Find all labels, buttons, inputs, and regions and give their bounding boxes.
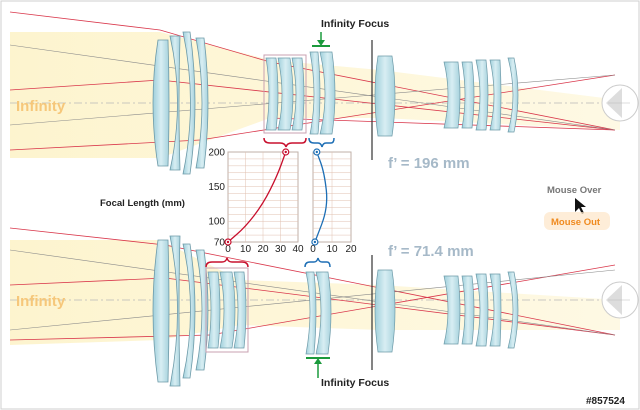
mouse-out-button[interactable]: Mouse Out bbox=[551, 217, 601, 228]
top-zoom-group bbox=[263, 54, 307, 134]
chart1-y-ticks: 70 100 150 200 bbox=[208, 148, 225, 249]
top-rear-lens-group bbox=[374, 55, 519, 137]
chart1-x-tick-label: 30 bbox=[275, 244, 287, 255]
top-zoom-bracket bbox=[263, 137, 307, 148]
infinity-focus-label-top: Infinity Focus bbox=[321, 18, 389, 30]
chart2-points bbox=[311, 148, 321, 246]
bottom-front-lens-group bbox=[152, 235, 209, 387]
cursor-arrow-icon bbox=[575, 198, 586, 214]
watermark-id: #857524 bbox=[586, 396, 625, 407]
bottom-lens-system bbox=[9, 227, 639, 387]
chart2-endpoint-dot bbox=[315, 150, 318, 154]
focal-axis-label: Focal Length (mm) bbox=[100, 198, 185, 209]
bottom-sensor-icon bbox=[601, 281, 639, 319]
bottom-infinity-focus-arrowhead bbox=[314, 358, 322, 364]
chart1-x-tick-label: 0 bbox=[225, 244, 231, 255]
chart1-y-tick-label: 200 bbox=[208, 148, 225, 159]
mouse-over-button[interactable]: Mouse Over bbox=[547, 185, 602, 196]
chart2-x-ticks: 0 10 20 bbox=[310, 244, 357, 255]
chart2-grid bbox=[312, 151, 352, 243]
bottom-rear-lens-group bbox=[374, 269, 519, 353]
chart1-x-tick-label: 20 bbox=[257, 244, 269, 255]
chart1-endpoint-dot bbox=[284, 150, 287, 154]
chart2-series-line bbox=[314, 151, 328, 243]
chart2-endpoint-dot bbox=[313, 240, 317, 244]
top-focus-group bbox=[309, 51, 336, 135]
focus-focal-length-chart: 0 10 20 bbox=[310, 148, 357, 255]
bottom-focus-bracket bbox=[304, 257, 331, 268]
top-front-lens-group bbox=[152, 31, 209, 175]
top-focus-bracket bbox=[308, 137, 335, 148]
chart1-endpoint-dot bbox=[226, 240, 230, 244]
chart1-y-tick-label: 70 bbox=[214, 238, 226, 249]
chart1-x-ticks: 0 10 20 30 40 bbox=[225, 244, 304, 255]
top-sensor-icon bbox=[601, 84, 639, 122]
bottom-zoom-group bbox=[205, 267, 249, 353]
chart2-x-tick-label: 10 bbox=[326, 244, 338, 255]
chart1-series-line bbox=[227, 151, 287, 243]
focal-length-bottom: f’ = 71.4 mm bbox=[388, 243, 474, 260]
chart2-x-tick-label: 20 bbox=[345, 244, 357, 255]
chart2-x-tick-label: 0 bbox=[310, 244, 316, 255]
bottom-focus-group bbox=[305, 271, 332, 355]
chart1-points bbox=[224, 148, 290, 246]
bottom-zoom-bracket bbox=[205, 257, 249, 268]
focal-length-top: f’ = 196 mm bbox=[388, 155, 470, 172]
infinity-label-top: Infinity bbox=[16, 98, 66, 115]
chart1-x-tick-label: 10 bbox=[240, 244, 252, 255]
top-infinity-focus-arrowhead bbox=[317, 40, 325, 46]
zoom-focal-length-chart: 70 100 150 200 0 10 20 30 40 bbox=[208, 148, 304, 256]
chart1-y-tick-label: 150 bbox=[208, 182, 225, 193]
chart1-y-tick-label: 100 bbox=[208, 217, 225, 228]
infinity-label-bottom: Infinity bbox=[16, 293, 66, 310]
top-lens-system bbox=[9, 11, 639, 175]
mouse-out-glow bbox=[544, 212, 610, 230]
chart1-x-tick-label: 40 bbox=[292, 244, 304, 255]
infinity-focus-label-bottom: Infinity Focus bbox=[321, 377, 389, 389]
